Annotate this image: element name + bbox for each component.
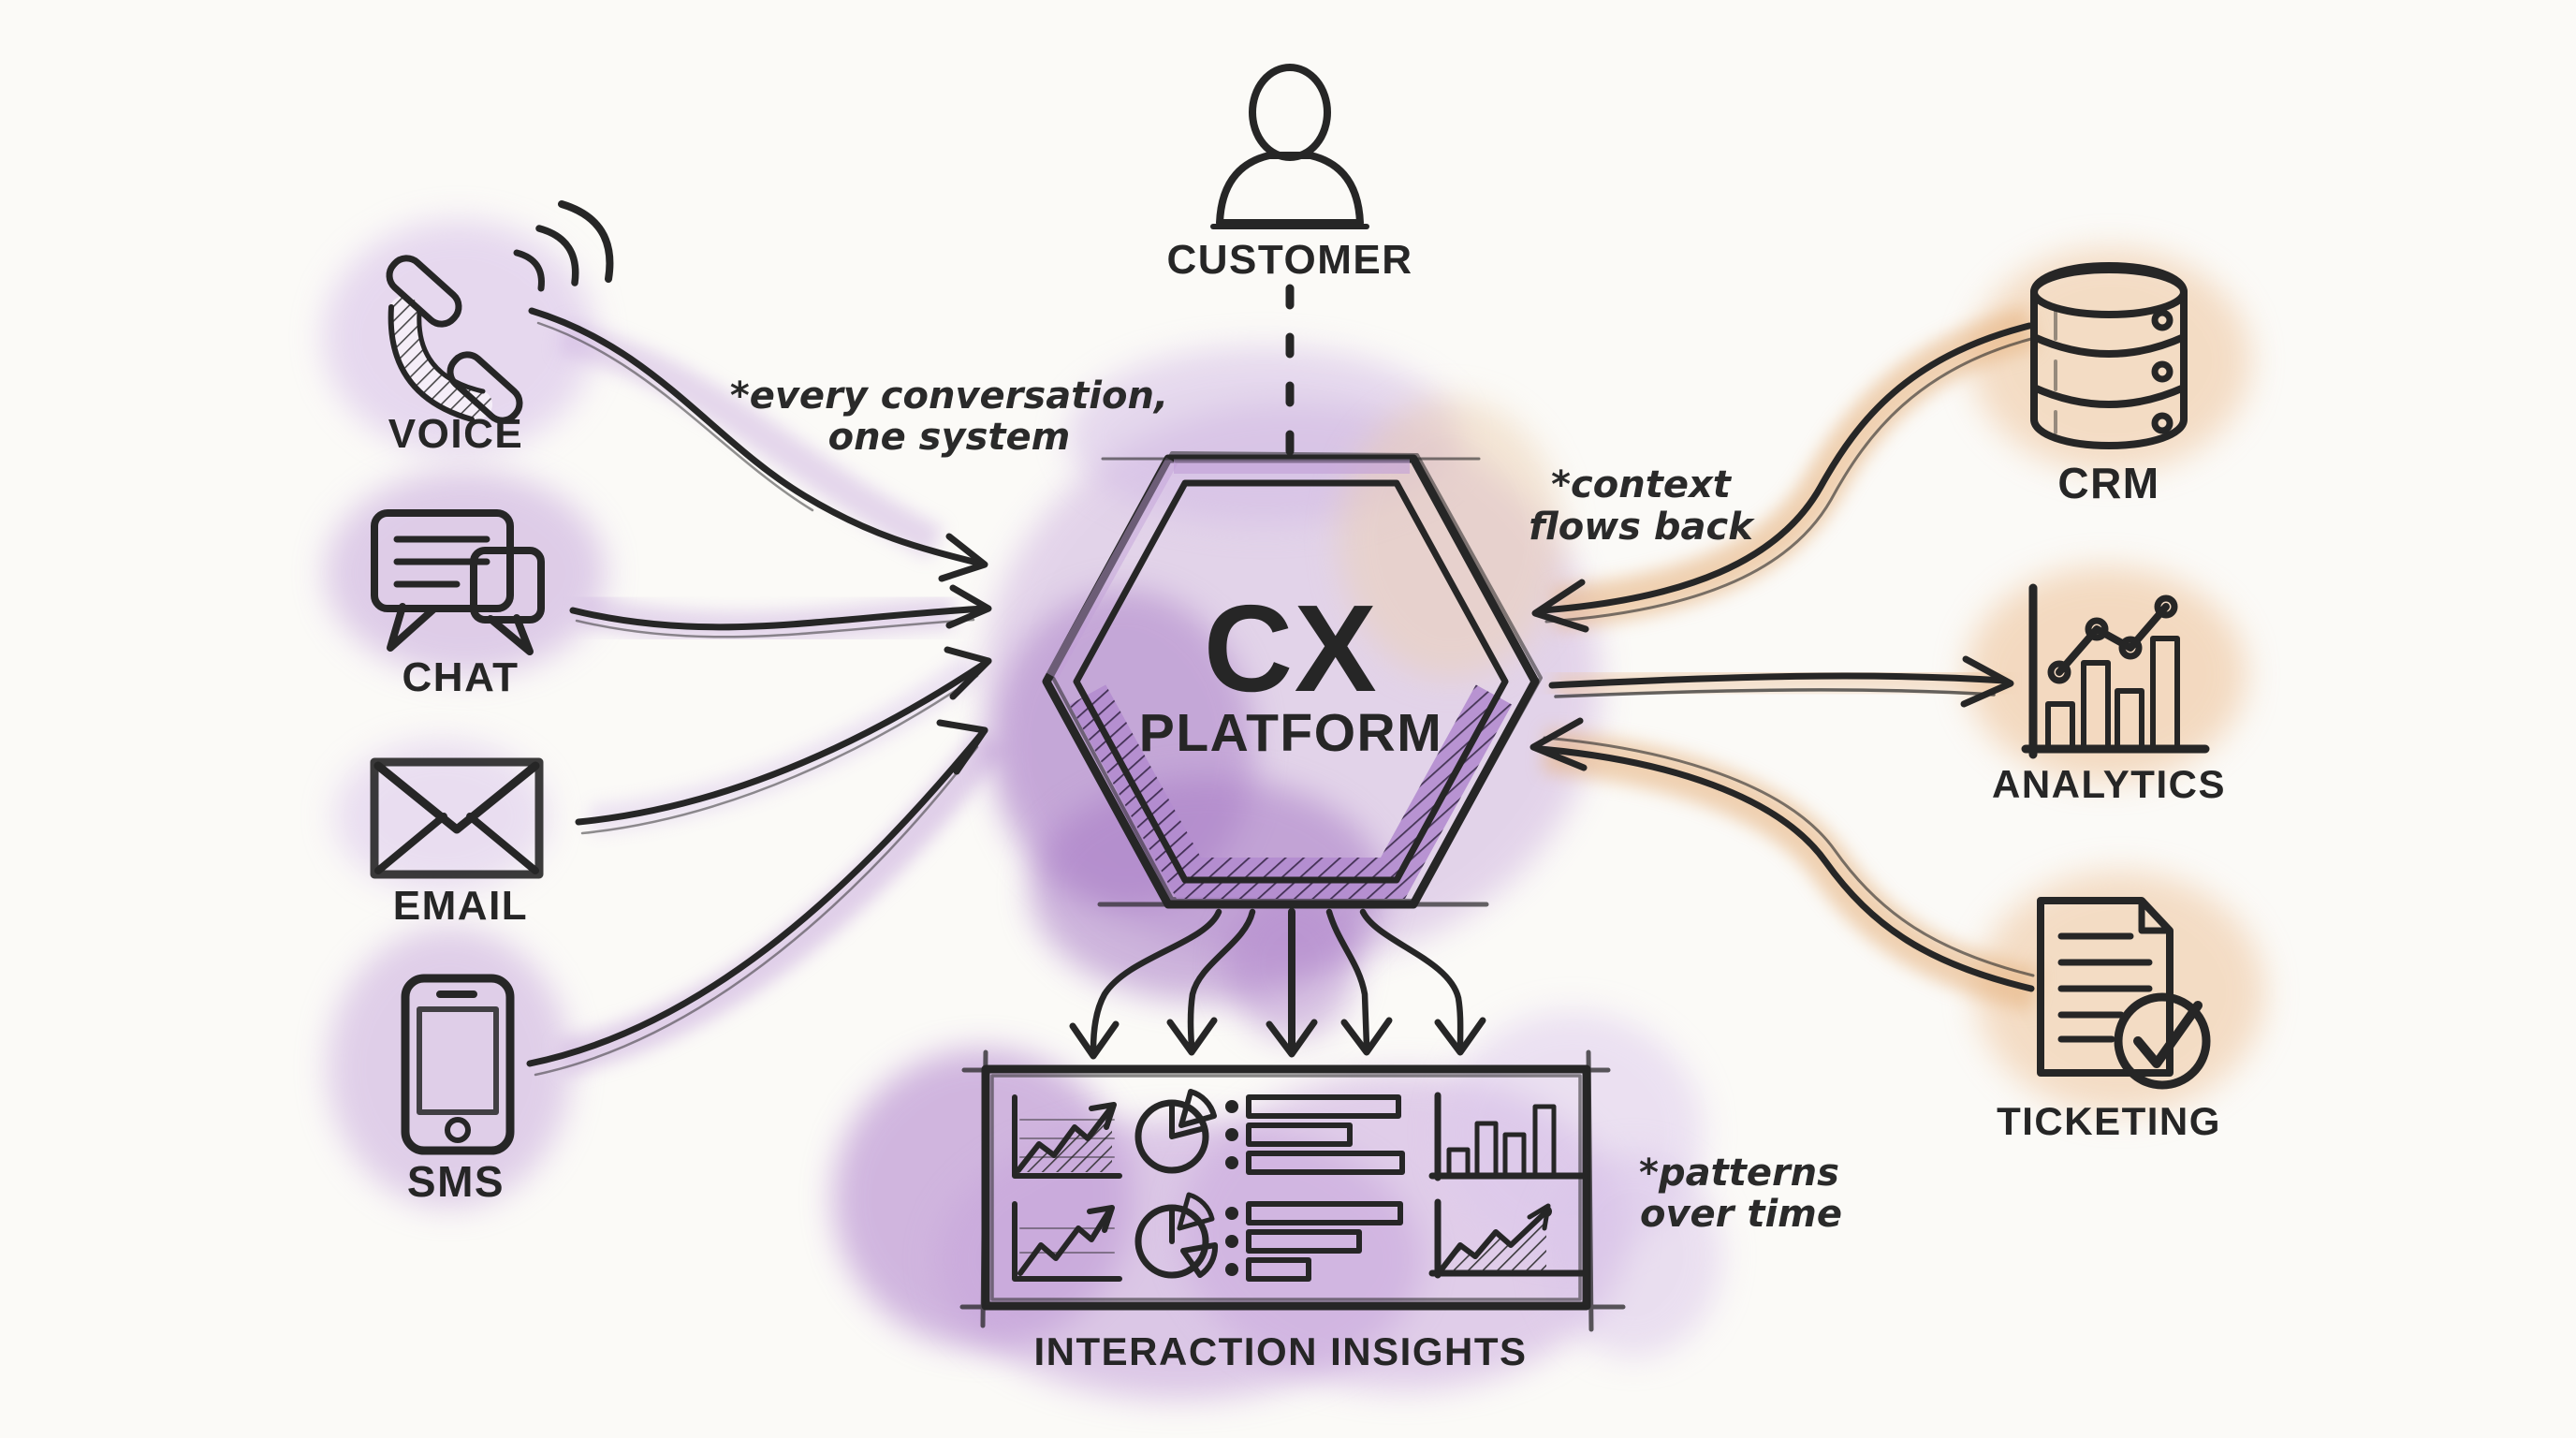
channel-label-voice: VOICE xyxy=(388,411,523,457)
voice-arrow xyxy=(528,307,988,582)
channel-arrows xyxy=(526,307,992,1077)
mini-exploded-pie-chart xyxy=(1134,1192,1219,1279)
svg-text:flows back: flows back xyxy=(1529,506,1755,549)
annotation-patterns-over-time: *patterns over time xyxy=(1639,1152,1842,1236)
database-icon xyxy=(2030,262,2188,449)
mini-line-area-chart xyxy=(1012,1094,1122,1179)
channel-label-chat: CHAT xyxy=(402,654,520,700)
channel-label-email: EMAIL xyxy=(393,883,528,929)
mini-bar-chart xyxy=(1428,1092,1588,1181)
channel-label-sms: SMS xyxy=(407,1157,505,1206)
hexagon-title: CX xyxy=(1204,580,1378,717)
svg-text:*patterns: *patterns xyxy=(1639,1152,1839,1195)
document-check-icon xyxy=(2037,897,2211,1090)
crm-return-arrow xyxy=(1531,322,2033,633)
envelope-icon xyxy=(370,757,544,879)
insight-arrows xyxy=(1069,908,1486,1060)
email-arrow xyxy=(575,646,992,835)
cx-platform-hexagon xyxy=(1042,451,1543,909)
svg-text:*context: *context xyxy=(1551,463,1733,506)
annotation-every-conversation: *every conversation, one system xyxy=(730,374,1168,459)
customer-label: CUSTOMER xyxy=(1167,237,1413,283)
system-label-analytics: ANALYTICS xyxy=(1992,762,2226,806)
person-icon xyxy=(1210,64,1369,229)
mini-pie-chart xyxy=(1134,1089,1217,1174)
interaction-insights-panel xyxy=(959,1049,1626,1332)
chat-bubbles-icon xyxy=(371,509,545,655)
svg-text:*every conversation,: *every conversation, xyxy=(730,374,1168,418)
svg-text:one system: one system xyxy=(828,416,1071,459)
mini-bullet-list-chart xyxy=(1225,1094,1405,1175)
system-label-ticketing: TICKETING xyxy=(1997,1099,2221,1143)
mini-line-chart xyxy=(1012,1201,1122,1282)
bar-chart-icon xyxy=(2021,583,2210,759)
system-label-crm: CRM xyxy=(2057,459,2159,507)
insights-label: INTERACTION INSIGHTS xyxy=(1033,1329,1527,1373)
analytics-arrow xyxy=(1548,655,2014,708)
system-arrows xyxy=(1530,322,2035,992)
smartphone-icon xyxy=(401,974,515,1155)
annotation-context-flows-back: *context flows back xyxy=(1529,463,1755,549)
mini-bullet-list-chart-2 xyxy=(1225,1201,1403,1282)
svg-text:over time: over time xyxy=(1640,1193,1842,1236)
mini-trend-chart xyxy=(1428,1198,1588,1279)
ticketing-return-arrow xyxy=(1530,717,2035,992)
hexagon-subtitle: PLATFORM xyxy=(1139,703,1442,763)
phone-handset-icon xyxy=(386,200,614,424)
sms-arrow xyxy=(526,719,988,1077)
chat-arrow xyxy=(569,584,992,638)
